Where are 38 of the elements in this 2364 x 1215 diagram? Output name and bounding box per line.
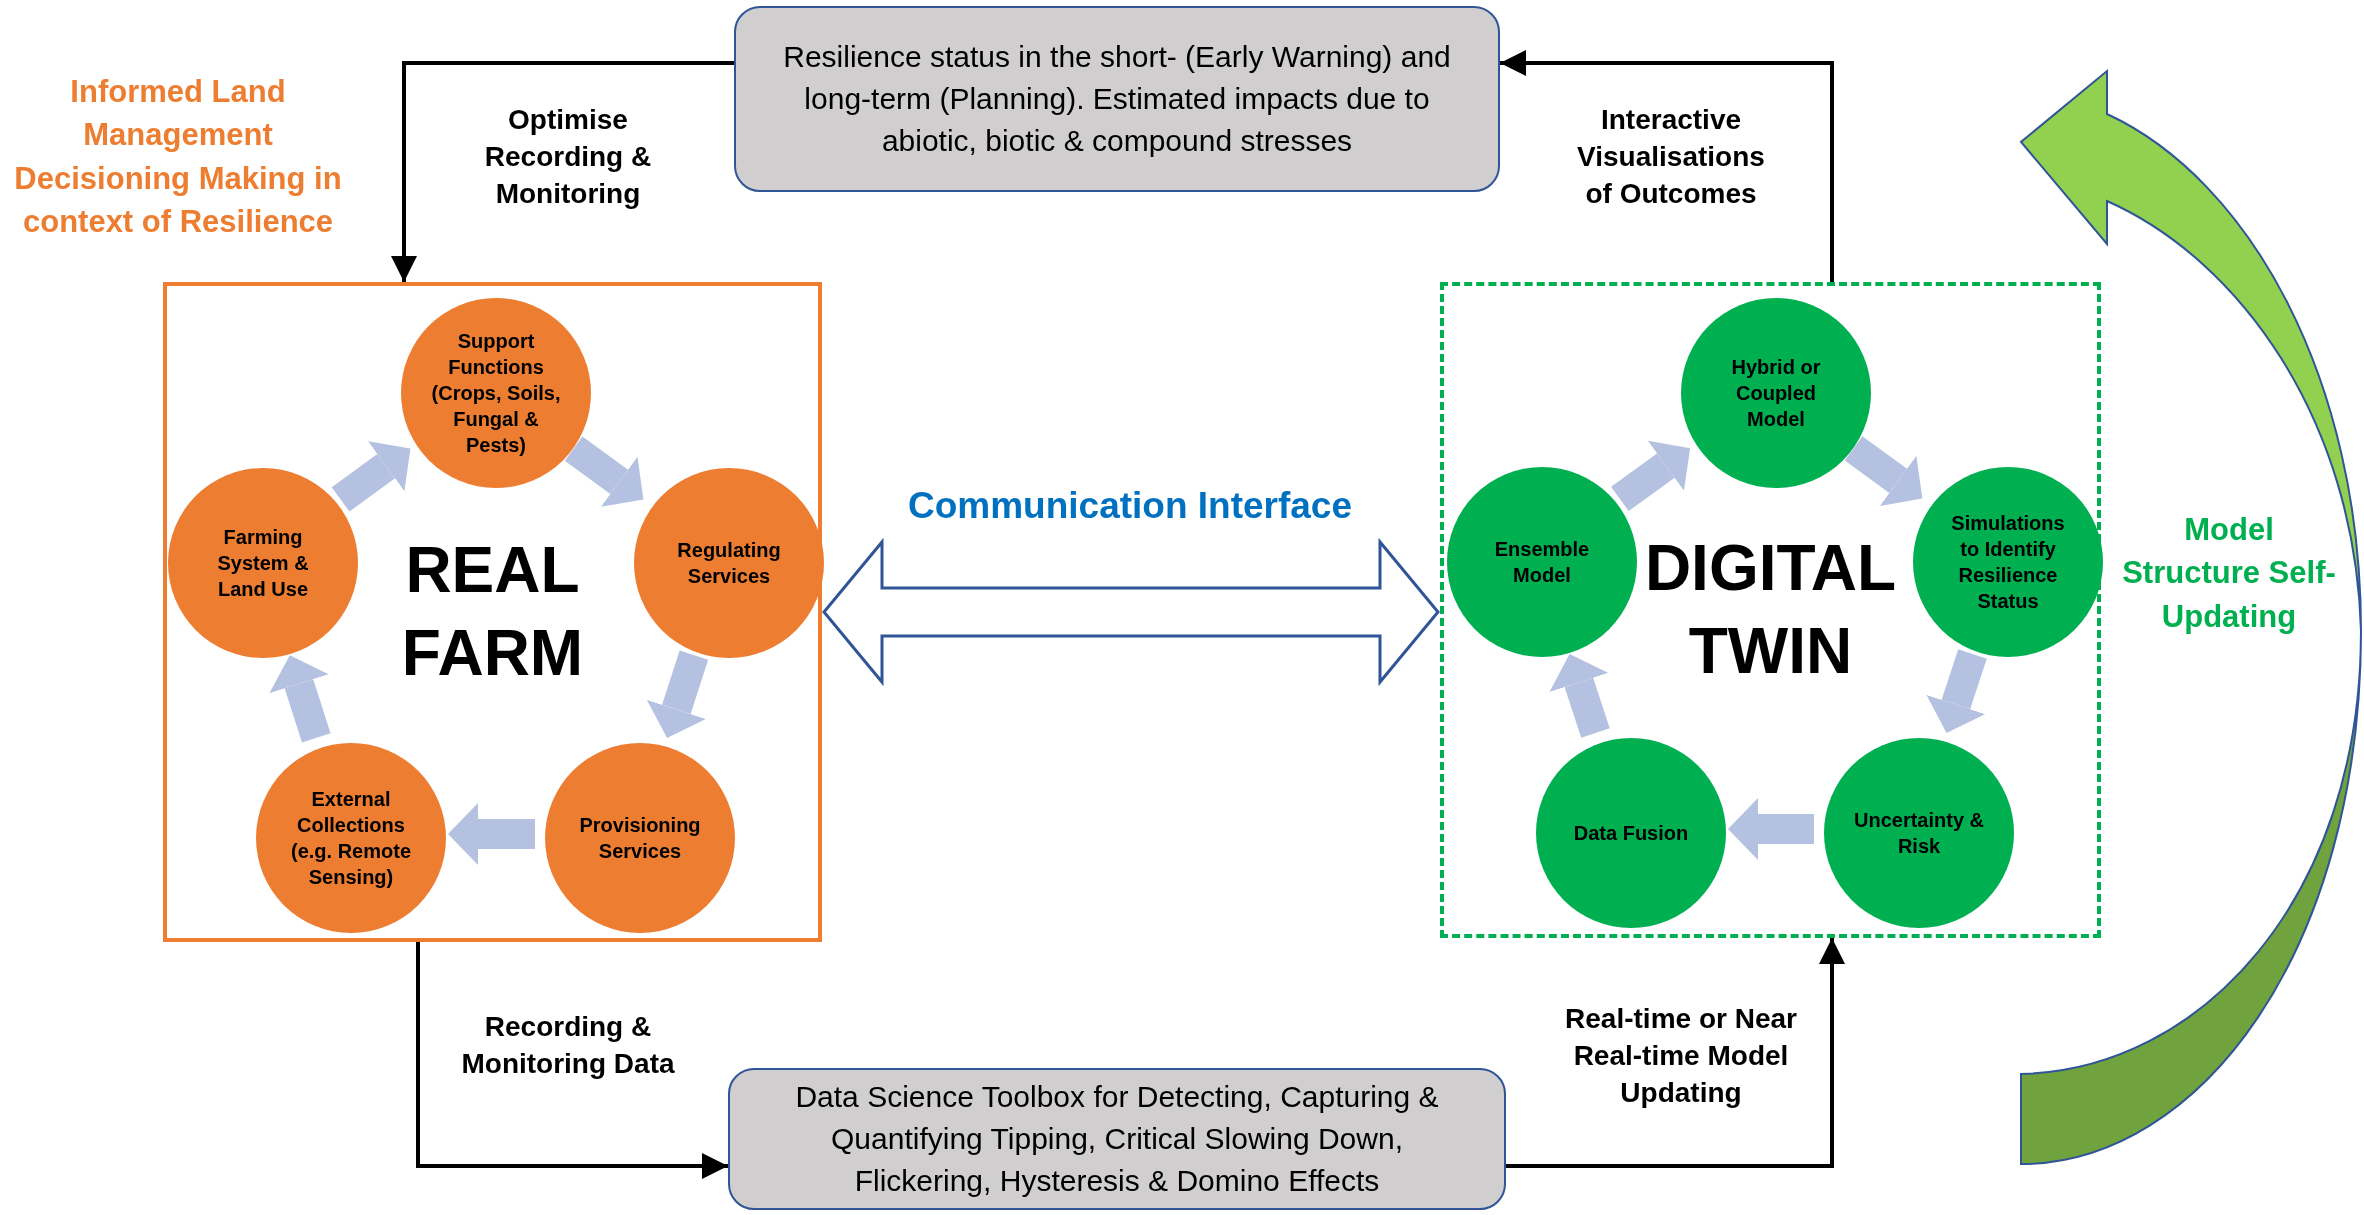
stage-circle: Uncertainty & Risk <box>1824 738 2014 928</box>
edge-label: Communication Interface <box>906 484 1354 529</box>
note-text: Model Structure Self-Updating <box>2121 510 2337 636</box>
edge-label: Interactive Visualisations of Outcomes <box>1576 103 1766 212</box>
block-arrow <box>564 436 644 507</box>
system-panel <box>163 282 822 942</box>
block-arrow <box>1611 440 1691 512</box>
block-arrow <box>269 655 331 743</box>
arrow <box>416 942 728 1179</box>
stage-circle: Provisioning Services <box>545 743 735 933</box>
stage-circle: Farming System & Land Use <box>168 468 358 658</box>
system-panel <box>1440 282 2101 938</box>
panel-title: REAL FARM <box>400 532 585 691</box>
block-arrow <box>1844 436 1923 506</box>
info-box: Data Science Toolbox for Detecting, Capturing & Quantifying Tipping, Critical Slowing Down, Flickering, Hysteresis & Domino Effects <box>728 1068 1506 1210</box>
info-box: Resilience status in the short- (Early Warning) and long-term (Planning). Estimated impacts due to abiotic, biotic & compound stresses <box>734 6 1500 192</box>
arrow <box>391 61 734 282</box>
edge-label: Optimise Recording & Monitoring <box>483 103 653 212</box>
panel-title: DIGITAL TWIN <box>1643 530 1898 689</box>
block-arrow <box>1728 798 1814 860</box>
stage-circle: Ensemble Model <box>1447 467 1637 657</box>
stage-circle: Data Fusion <box>1536 738 1726 928</box>
stage-circle: Simulations to Identify Resilience Status <box>1913 467 2103 657</box>
block-arrow <box>1549 653 1610 738</box>
block-arrow <box>646 650 709 738</box>
double-arrow <box>822 537 1440 687</box>
arrow <box>1500 50 1834 282</box>
block-arrow <box>1926 649 1987 734</box>
note-text: Informed Land Management Decisioning Making in context of Resilience <box>13 73 343 242</box>
stage-circle: Support Functions (Crops, Soils, Fungal & Pests) <box>401 298 591 488</box>
block-arrow <box>331 441 411 512</box>
edge-label: Recording & Monitoring Data <box>460 1009 676 1081</box>
stage-circle: Hybrid or Coupled Model <box>1681 298 1871 488</box>
stage-circle: External Collections (e.g. Remote Sensing) <box>256 743 446 933</box>
edge-label: Real-time or Near Real-time Model Updating <box>1565 1002 1797 1111</box>
arrow <box>1506 938 1845 1168</box>
block-arrow <box>448 803 535 865</box>
stage-circle: Regulating Services <box>634 468 824 658</box>
